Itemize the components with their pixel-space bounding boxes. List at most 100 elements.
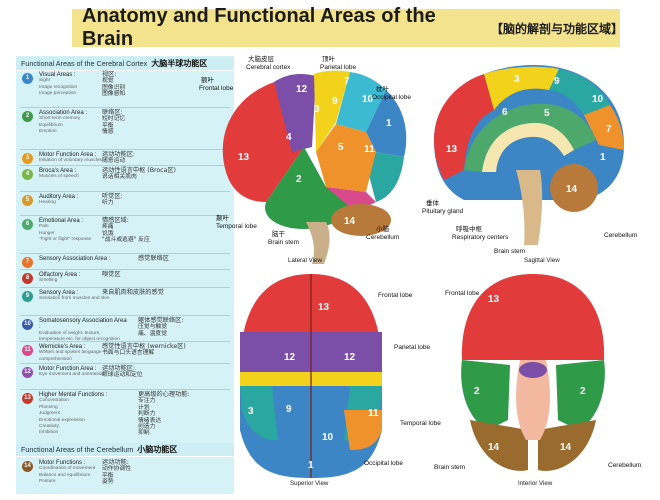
legend-entry-en: Motor Function Area :Eye movement and or… xyxy=(39,366,129,379)
legend-panel xyxy=(16,56,234,494)
lateral-purple xyxy=(274,74,316,152)
legend-entry-zh-sub: 饥饿 xyxy=(102,230,114,237)
legend-entry-zh-title: 躯体感觉联络区: xyxy=(138,317,184,324)
legend-entry-zh-sub: 眼球运动和定位 xyxy=(102,372,143,379)
legend-entry-zh: 视区:视觉图像识别图像感知 xyxy=(102,71,126,98)
lateral-yellow xyxy=(314,70,350,152)
legend-entry-sub: Sight xyxy=(39,78,50,84)
page-title: Anatomy and Functional Areas of the Brai… xyxy=(82,5,436,50)
legend-entry-zh-title: 运动性语言中枢 (Broca区) xyxy=(102,167,176,174)
title-bar: Anatomy and Functional Areas of the Brai… xyxy=(72,5,624,50)
legend-entry-zh-title: 来自肌肉和皮肤的感觉 xyxy=(102,289,164,296)
legend-entry-en: Motor Function Area :Initiation of volun… xyxy=(39,152,129,165)
lateral-blue xyxy=(366,90,407,157)
legend-entry-sub: Emotional expression xyxy=(39,417,85,423)
legend-entry-zh-sub: 图像感知 xyxy=(102,91,126,98)
legend-entry-title: Motor Function Area : xyxy=(39,366,97,372)
label-superior-occipital: Occipital lobe xyxy=(364,460,404,467)
lateral-num-13: 13 xyxy=(238,152,250,163)
legend-number-badge: 8 xyxy=(22,273,33,284)
legend-entry-title: Emotional Area : xyxy=(39,218,84,224)
legend-entry-zh-sub: 压觉与触觉 xyxy=(138,324,167,331)
legend-divider xyxy=(20,269,230,270)
legend-number-badge: 6 xyxy=(22,219,33,230)
legend-entry-zh-sub: 图像识别 xyxy=(102,84,126,91)
label-sagittal-stem: Brain stem xyxy=(494,248,526,255)
label-cerebellum-en: Cerebellum xyxy=(366,234,400,241)
sagittal-num-9: 9 xyxy=(554,76,560,87)
legend-entry-title: Broca's Area : xyxy=(39,168,77,174)
legend-entry-title: Association Area : xyxy=(39,110,88,116)
lateral-teal xyxy=(366,152,404,202)
legend-entry-title: Sensory Association Area : xyxy=(39,256,111,262)
legend-entry-sub: Concentration xyxy=(39,398,69,404)
label-pituitary-en: Pituitary gland xyxy=(422,208,464,215)
legend-entry-sub: Initiation of voluntary muscles xyxy=(39,158,102,164)
lateral-num-1: 1 xyxy=(386,118,392,129)
inferior-red xyxy=(461,274,605,360)
superior-view-diagram: 13 12 12 9 3 11 10 1 xyxy=(240,274,382,478)
legend-entry-zh-sub: 短时记忆 xyxy=(102,116,126,123)
legend-divider xyxy=(20,287,230,288)
legend-entry-en: Wernicke's Area :Written and spoken lang… xyxy=(39,344,129,363)
legend-entry-sub: Evaluation of weight, texture, xyxy=(39,330,101,336)
lateral-num-9: 9 xyxy=(332,96,338,107)
inferior-green-l xyxy=(461,360,510,430)
legend-entry-zh: 联络区:短时记忆平衡情感 xyxy=(102,109,126,136)
legend-entry-zh: 运动性语言中枢 (Broca区)说话相关肌肉 xyxy=(102,167,176,181)
legend-entry-sub: Creativity xyxy=(39,424,59,430)
legend-divider xyxy=(20,315,230,316)
legend-entry-zh-sub: 判断力 xyxy=(138,411,156,418)
superior-num-13: 13 xyxy=(318,302,330,313)
legend-entry-sub: Written and spoken language comprehensio… xyxy=(39,350,102,362)
legend-entry-zh: 嗅觉区 xyxy=(102,271,121,278)
sagittal-corpus xyxy=(482,122,574,172)
legend-entry-sub: Image perception xyxy=(39,91,77,97)
legend-number-badge: 5 xyxy=(22,195,33,206)
cerebrum-header: Functional Areas of the Cerebral Cortex … xyxy=(16,57,234,71)
superior-num-1: 1 xyxy=(308,460,314,471)
lateral-cerebellum xyxy=(331,204,391,236)
sagittal-num-1: 1 xyxy=(600,152,606,163)
sagittal-yellow xyxy=(484,66,559,110)
legend-entry-title: Motor Functions : xyxy=(39,460,86,466)
legend-entry-sub: Judgment xyxy=(39,411,61,417)
sagittal-view-diagram: 13 3 9 10 7 6 5 1 14 xyxy=(434,65,624,245)
legend-entry-zh-sub: 听力 xyxy=(102,200,114,207)
legend-entry-zh: 运动功能区:眼球运动和定位 xyxy=(102,365,143,379)
legend-entry-zh-sub: 情感 xyxy=(102,129,114,136)
legend-entry-en: Auditory Area :Hearing xyxy=(39,194,129,207)
page-title-zh: 【脑的解剖与功能区域】 xyxy=(491,21,624,36)
label-cortex-en: Cerebral cortex xyxy=(246,64,291,71)
label-stem-zh: 脑干 xyxy=(272,230,285,238)
legend-entry-title: Auditory Area : xyxy=(39,194,79,200)
superior-num-12b: 12 xyxy=(344,352,356,363)
legend-entry-sub: Sensation from muscles and skin xyxy=(39,296,110,302)
legend-entry-zh: 躯体感觉联络区:压觉与触觉痛、温度觉 xyxy=(138,317,184,337)
label-superior-frontal: Frontal lobe xyxy=(378,292,413,299)
inferior-view-diagram: 13 2 2 14 14 xyxy=(461,274,605,471)
lateral-green-temporal xyxy=(265,147,356,229)
legend-entry-zh-title: 听觉区: xyxy=(102,193,123,200)
legend-entry-zh: 运动功能:动作协调性平衡姿势 xyxy=(102,459,131,486)
legend-entry-sub: Emotion xyxy=(39,129,57,135)
legend-divider xyxy=(20,191,230,192)
sagittal-num-3: 3 xyxy=(514,74,520,85)
legend-entry-sub: temperature etc. for object recognition xyxy=(39,337,120,343)
sagittal-green xyxy=(464,103,596,172)
legend-divider xyxy=(20,107,230,108)
legend-entry-sub: "Fight or flight" response xyxy=(39,237,92,243)
legend-entry-title: Olfactory Area : xyxy=(39,272,81,278)
legend-entry-title: Sensory Area : xyxy=(39,290,79,296)
legend-divider xyxy=(20,341,230,342)
legend-entry-title: Wernicke's Area : xyxy=(39,344,86,350)
label-parietal-en: Parietal lobe xyxy=(320,64,357,71)
legend-entry-zh-sub: 计划 xyxy=(138,404,150,411)
sagittal-num-5: 5 xyxy=(544,108,550,119)
superior-teal xyxy=(240,386,278,441)
legend-entry-zh-title: 感觉性语言中枢 (wernicke区) xyxy=(102,343,186,350)
legend-number-badge: 1 xyxy=(22,73,33,84)
legend-entry-title: Higher Mental Functions : xyxy=(39,392,108,398)
lateral-num-4: 4 xyxy=(286,132,292,143)
